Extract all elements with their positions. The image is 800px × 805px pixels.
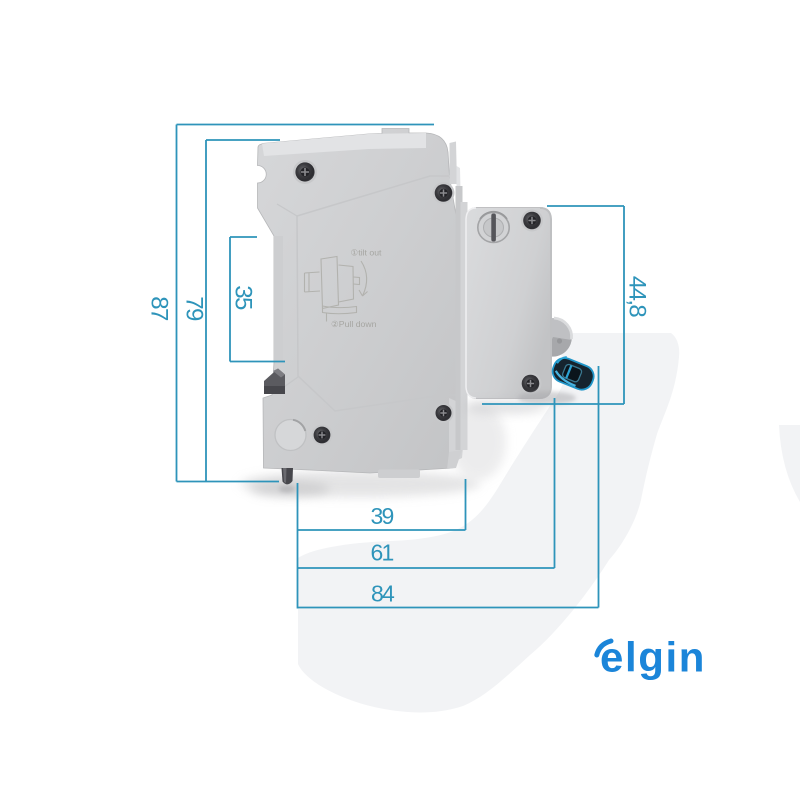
svg-text:①tilt out: ①tilt out: [351, 248, 383, 258]
svg-text:35: 35: [230, 285, 257, 310]
svg-text:②Pull down: ②Pull down: [331, 319, 377, 329]
svg-text:44,8: 44,8: [624, 276, 651, 318]
svg-text:87: 87: [146, 296, 173, 321]
svg-text:79: 79: [181, 296, 208, 321]
svg-text:61: 61: [371, 540, 394, 566]
svg-text:39: 39: [371, 503, 394, 529]
svg-text:elgin: elgin: [600, 634, 706, 681]
svg-text:84: 84: [371, 581, 395, 607]
